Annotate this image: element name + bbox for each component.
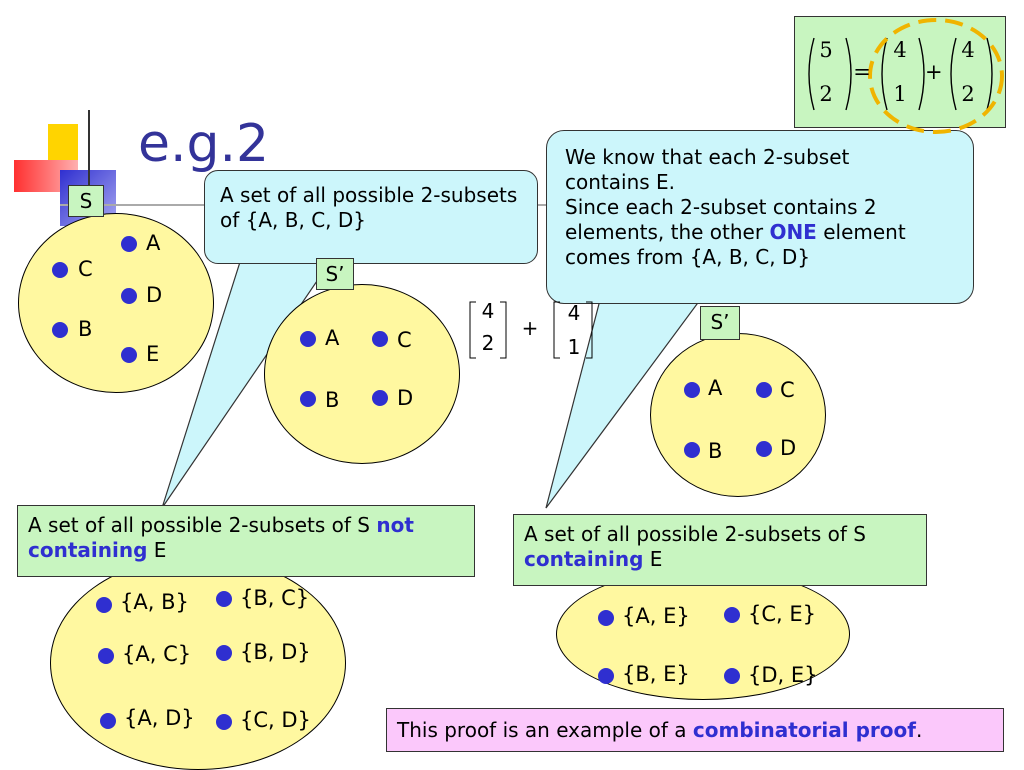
element-label: B [78,317,93,341]
element-label: D [780,436,797,460]
dot [756,382,772,398]
dot [372,331,388,347]
identity-m2-top: 4 [961,38,975,62]
callout-left [204,170,538,264]
middle-b1-top: 4 [481,299,495,323]
set-s-prime-tag-left: S’ [316,258,354,290]
callout-left-text: A set of all possible 2-subsets of {A, B… [220,183,518,232]
identity-lhs-top: 5 [819,38,833,62]
dot [216,714,232,730]
callout-right-line: contains E. [565,170,676,194]
subset-label: {B, C} [240,586,310,610]
dot [100,713,116,729]
dot [121,236,137,252]
subset-label: {C, D} [240,708,311,732]
set-s-tag: S [68,185,104,217]
set-s-ellipse [18,213,214,393]
middle-plus: + [521,316,539,340]
element-label: D [146,283,163,307]
identity-box [794,16,1006,128]
callout-right-line: comes from {A, B, C, D} [565,245,811,269]
dot [52,262,68,278]
element-label: C [780,378,795,402]
identity-m1-bottom: 1 [893,82,907,106]
identity-equals: = [853,60,871,84]
element-label: D [397,386,414,410]
text: A set of all possible 2-subsets of S [28,513,377,537]
set-s-prime-tag-right: S’ [700,306,740,340]
identity-plus: + [925,60,943,84]
callout-right-line: We know that each 2-subset [565,145,850,169]
middle-b1-bottom: 2 [481,331,495,355]
dot [598,610,614,626]
text: E [147,538,167,562]
identity-m2-bottom: 2 [961,82,975,106]
subset-label: {A, E} [622,604,690,628]
callout-right-line: elements, the other ONE element [565,220,965,245]
emphasis-one: ONE [769,220,817,244]
subset-label: {D, E} [748,663,818,687]
element-label: A [708,376,723,400]
text: This proof is an example of a [397,718,693,742]
set-s-prime-ellipse-left [264,284,460,464]
box-not-containing-e: A set of all possible 2-subsets of S not… [17,505,475,577]
footer-note: This proof is an example of a combinator… [386,708,1004,752]
dot [724,607,740,623]
element-label: A [146,231,161,255]
dot [724,668,740,684]
identity-brackets [808,18,1004,134]
dot [300,331,316,347]
dot [372,390,388,406]
subset-label: {A, C} [122,642,192,666]
callout-right [546,130,974,304]
dot [96,597,112,613]
element-label: C [78,257,93,281]
text: A set of all possible 2-subsets of S [524,522,866,546]
emphasis-containing: containing [524,547,644,571]
deco-vertical-line [88,110,90,230]
subsets-not-containing-e-ellipse [50,556,346,770]
dot [684,442,700,458]
dot [684,382,700,398]
callout-right-text: We know that each 2-subset contains E. S… [565,145,965,270]
emphasis-combinatorial-proof: combinatorial proof [692,718,916,742]
element-label: E [146,342,160,366]
text-line: containing E [524,547,916,572]
subset-label: {A, B} [120,590,189,614]
text: element [816,220,906,244]
dot [52,322,68,338]
box-containing-e: A set of all possible 2-subsets of S con… [513,514,927,586]
identity-lhs-bottom: 2 [819,82,833,106]
slide-title: e.g.2 [138,114,270,174]
subset-label: {C, E} [748,602,817,626]
element-label: C [397,328,412,352]
middle-b2-bottom: 1 [567,335,581,359]
subset-label: {B, E} [622,662,690,686]
dot [121,288,137,304]
dot [300,391,316,407]
identity-m1-top: 4 [893,38,907,62]
dot [598,668,614,684]
dot [216,591,232,607]
text: . [915,718,923,742]
middle-formula-brackets [469,301,593,359]
element-label: A [325,326,340,350]
dot [98,648,114,664]
set-s-prime-ellipse-right [650,333,826,497]
emphasis-not-containing: not containing [28,513,414,562]
dot [216,645,232,661]
dot [756,441,772,457]
callout-right-line: Since each 2-subset contains 2 [565,195,877,219]
dot [121,347,137,363]
element-label: B [325,388,340,412]
middle-b2-top: 4 [567,301,581,325]
subset-label: {A, D} [124,706,195,730]
text: E [643,547,663,571]
element-label: B [708,439,723,463]
subset-label: {B, D} [240,640,311,664]
text: elements, the other [565,220,770,244]
